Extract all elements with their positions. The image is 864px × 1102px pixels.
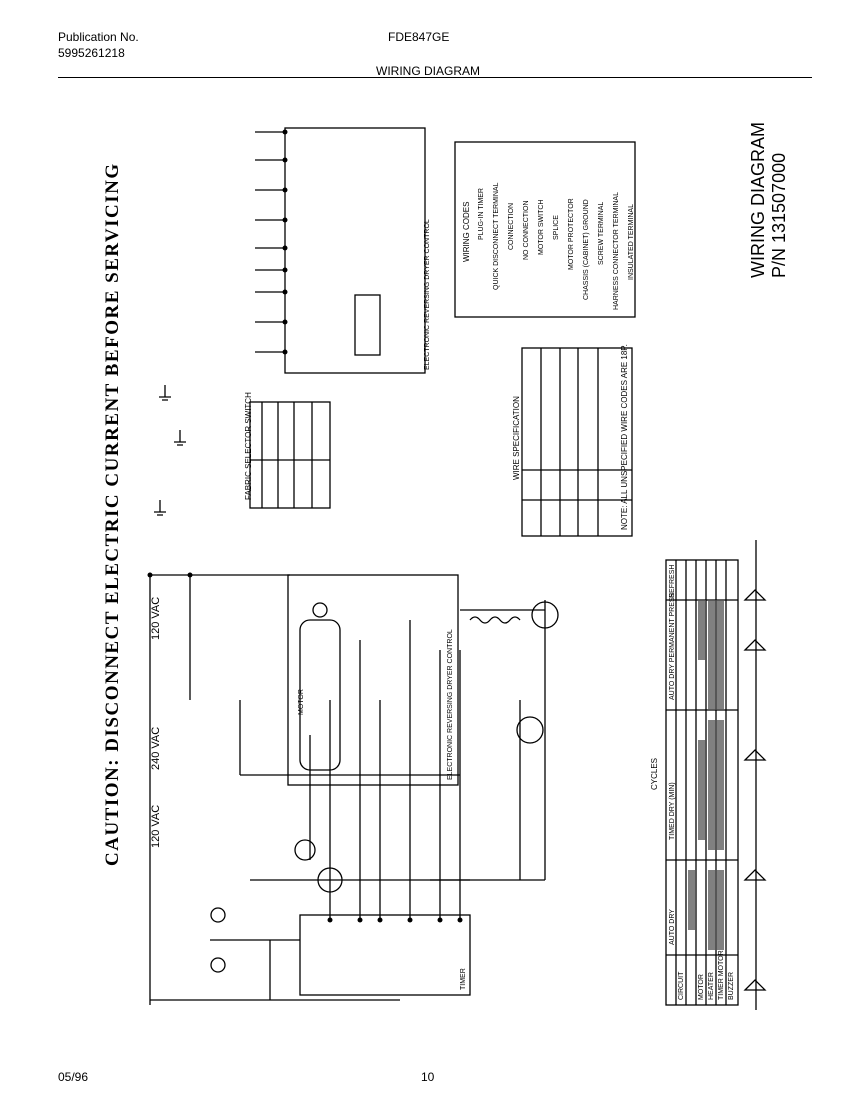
wire-spec-note: NOTE: ALL UNSPECIFIED WIRE CODES ARE 18P… <box>620 344 629 530</box>
fabric-selector-table <box>249 401 331 509</box>
header-rule <box>58 77 812 78</box>
wiring-code-6: SPLICE <box>553 215 560 240</box>
fabric-selector-title: FABRIC SELECTOR SWITCH <box>244 392 253 500</box>
motor-switch <box>312 602 328 618</box>
timer-label: TIMER <box>460 968 467 990</box>
caution-banner: CAUTION: DISCONNECT ELECTRIC CURRENT BEF… <box>102 162 123 866</box>
cycles-chart <box>665 559 739 1006</box>
wiring-code-2: QUICK DISCONNECT TERMINAL <box>493 182 500 290</box>
section-title: WIRING DIAGRAM <box>376 64 480 78</box>
cycles-title: CYCLES <box>650 757 659 790</box>
publication-label: Publication No. <box>58 30 139 44</box>
control-thermostat <box>516 716 544 744</box>
cycle-marker-2 <box>743 639 767 651</box>
control-label: ELECTRONIC REVERSING DRYER CONTROL <box>424 219 431 370</box>
wiring-codes-box <box>454 141 636 318</box>
voltage-label-2: 240 VAC <box>150 726 162 770</box>
wiring-code-1: PLUG-IN TIMER <box>478 188 485 240</box>
motor-box <box>299 619 341 771</box>
cycles-circuit-buzzer: BUZZER <box>728 972 735 1000</box>
thermal-limiter <box>294 839 316 861</box>
ground-control <box>159 385 171 401</box>
cycles-group-1: AUTO DRY <box>669 909 676 945</box>
timer-box <box>299 914 471 996</box>
cycle-marker-5 <box>743 979 767 991</box>
high-limit-thermostat <box>531 601 559 629</box>
wiring-code-8: CHASSIS (CABINET) GROUND <box>583 199 590 300</box>
wiring-code-11: INSULATED TERMINAL <box>628 204 635 280</box>
wiring-codes-title: WIRING CODES <box>462 201 471 262</box>
cycles-group-2: TIMED DRY (MIN) <box>669 782 676 840</box>
diagram-title-block: WIRING DIAGRAM P/N 131507000 <box>748 122 790 278</box>
control-box-outline <box>287 574 459 786</box>
transformer <box>354 294 381 356</box>
wire-spec-title: WIRE SPECIFICATION <box>512 396 521 480</box>
wiring-code-4: NO CONNECTION <box>523 200 530 261</box>
cycles-circuit-header: CIRCUIT <box>678 971 685 1000</box>
cycle-marker-3 <box>743 749 767 761</box>
cycles-group-3: AUTO DRY PERMANENT PRESS <box>669 592 676 700</box>
cycle-marker-4 <box>743 869 767 881</box>
timer-motor <box>317 867 343 893</box>
diagram-title: WIRING DIAGRAM <box>748 122 768 278</box>
cycles-circuit-heater: HEATER <box>708 972 715 1000</box>
ground-cabinet <box>154 500 166 516</box>
wiring-code-3: CONNECTION <box>508 202 515 250</box>
lower-control-label: ELECTRONIC REVERSING DRYER CONTROL <box>447 629 454 780</box>
footer-date: 05/96 <box>58 1070 89 1084</box>
heater-coil <box>469 616 521 624</box>
motor-label: MOTOR <box>298 689 305 715</box>
drum-light <box>210 907 226 923</box>
voltage-label-1: 120 VAC <box>150 804 162 848</box>
publication-number: 5995261218 <box>58 46 125 60</box>
wiring-code-5: MOTOR SWITCH <box>538 199 545 255</box>
wiring-code-7: MOTOR PROTECTOR <box>568 198 575 270</box>
diagram-part-number: P/N 131507000 <box>769 152 789 278</box>
wiring-code-9: SCREW TERMINAL <box>598 201 605 265</box>
page-number: 10 <box>421 1070 435 1084</box>
ground-top-panel <box>174 430 186 446</box>
cycle-marker-1 <box>743 589 767 601</box>
wire-spec-table <box>521 347 633 537</box>
buzzer <box>210 957 226 973</box>
model-number: FDE847GE <box>388 30 450 44</box>
cycles-circuit-timer: TIMER MOTOR <box>718 950 725 1000</box>
voltage-label-3: 120 VAC <box>150 596 162 640</box>
wiring-code-10: HARNESS CONNECTOR TERMINAL <box>613 192 620 310</box>
cycles-circuit-motor: MOTOR <box>698 974 705 1000</box>
cycles-group-4: REFRESH <box>669 564 676 598</box>
